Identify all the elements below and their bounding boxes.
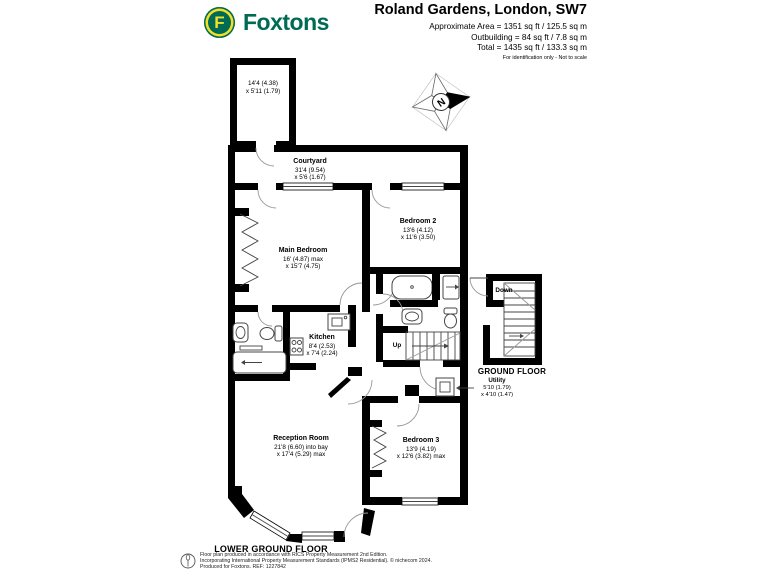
reception-room-dim2: x 17'4 (5.29) max [276, 451, 326, 459]
reception-room-dim1: 21'8 (6.60) into bay [274, 443, 328, 451]
lower-ground-floor-caption: LOWER GROUND FLOOR [214, 544, 328, 554]
window-bedroom-3 [401, 497, 439, 506]
room-label-utility: Utility 5'10 (1.79) x 4'10 (1.47) [481, 377, 513, 399]
logo-letter: F [214, 13, 225, 32]
bedroom-2-dim1: 13'6 (4.12) [403, 226, 433, 234]
main-bedroom-name: Main Bedroom [278, 247, 328, 254]
footer-line-1: Floor plan produced in accordance with R… [200, 552, 388, 558]
page-title: Roland Gardens, London, SW7 [374, 2, 587, 18]
main-bedroom-dim2: x 15'7 (4.75) [285, 263, 321, 271]
bedroom-2-name: Bedroom 2 [399, 218, 437, 225]
hob-icon [289, 337, 304, 356]
footer-disclaimer: Floor plan produced in accordance with R… [200, 552, 432, 571]
courtyard-dim2: x 5'6 (1.67) [294, 174, 326, 182]
door-arcs [255, 147, 444, 538]
utility-dim1: 5'10 (1.79) [483, 384, 511, 391]
ensuite-sink-icon [232, 322, 249, 343]
bedroom-3-name: Bedroom 3 [402, 437, 440, 444]
windows [249, 182, 445, 541]
utility-pointer-arrow [456, 385, 474, 391]
bathtub-icon [391, 275, 433, 300]
stairs-up-icon [405, 331, 461, 361]
sink-icon [401, 308, 423, 325]
utility-dim2: x 4'10 (1.47) [480, 391, 514, 398]
utility-name: Utility [488, 377, 506, 384]
ensuite-toilet-icon [259, 325, 283, 342]
bath-divider-wall [432, 274, 440, 300]
room-label-kitchen: Kitchen 8'4 (2.53) x 7'4 (2.24) [306, 334, 337, 358]
shelf-icon [239, 345, 263, 351]
foxtons-logo-icon: F [204, 7, 235, 38]
bedroom-3-dim2: x 12'6 (3.82) max [396, 453, 446, 461]
main-bedroom-dim1: 16' (4.87) max [282, 255, 324, 263]
shower-icon [442, 275, 460, 300]
stairs-down-label: Down [495, 287, 513, 294]
room-label-bedroom-3: Bedroom 3 13'9 (4.19) x 12'6 (3.82) max [397, 437, 445, 461]
wardrobe-zigzag-bedroom-3 [370, 420, 387, 477]
outbuilding-dim2: x 5'11 (1.79) [245, 87, 281, 95]
identification-note: For identification only - Not to scale [502, 55, 587, 61]
footer-line-2: Incorporating International Property Mea… [200, 558, 432, 565]
compass-north-icon: N [411, 72, 471, 132]
ground-floor-caption: GROUND FLOOR [477, 367, 547, 376]
room-label-courtyard: Courtyard 31'4 (9.54) x 5'6 (1.67) [293, 158, 326, 182]
brand-wordmark: Foxtons [243, 9, 329, 35]
foxtons-logo: F Foxtons [204, 7, 329, 38]
outbuilding-dim1: 14'4 (4.38) [248, 80, 278, 87]
room-label-main-bedroom: Main Bedroom 16' (4.87) max x 15'7 (4.75… [279, 247, 328, 271]
rics-compass-icon [180, 553, 196, 569]
room-label-outbuilding: 14'4 (4.38) x 5'11 (1.79) [246, 80, 280, 95]
kitchen-sink-icon [327, 313, 351, 331]
toilet-icon [443, 307, 458, 329]
courtyard-name: Courtyard [293, 158, 327, 165]
outbuilding-area: Outbuilding = 84 sq ft / 7.8 sq m [471, 32, 587, 42]
area-summary: Approximate Area = 1351 sq ft / 125.5 sq… [429, 22, 587, 54]
ensuite-shower-icon [232, 351, 287, 374]
room-label-bedroom-2: Bedroom 2 13'6 (4.12) x 11'6 (3.50) [400, 218, 437, 242]
stairs-up-label: Up [392, 342, 402, 349]
washing-machine-icon [435, 377, 455, 397]
total-area: Total = 1435 sq ft / 133.3 sq m [477, 43, 587, 52]
kitchen-dim1: 8'4 (2.53) [308, 342, 336, 350]
footer-line-3: Produced for Foxtons. REF: 1227842 [200, 564, 286, 571]
bedroom-2-dim2: x 11'6 (3.50) [400, 234, 436, 242]
kitchen-dim2: x 7'4 (2.24) [306, 350, 338, 358]
room-label-reception-room: Reception Room 21'8 (6.60) into bay x 17… [273, 435, 329, 459]
kitchen-name: Kitchen [309, 334, 335, 341]
ground-floor-inset-walls [469, 274, 542, 365]
wardrobe-zigzag-main-bedroom [235, 208, 259, 292]
bay-window-angled [249, 510, 291, 541]
bay-window-front [301, 531, 335, 541]
approximate-area: Approximate Area = 1351 sq ft / 125.5 sq… [429, 22, 587, 31]
stairs-down-icon [503, 282, 536, 357]
bedroom-3-dim1: 13'9 (4.19) [406, 445, 436, 453]
reception-room-name: Reception Room [273, 435, 329, 442]
outbuilding-walls [230, 58, 296, 148]
courtyard-dim1: 31'4 (9.54) [295, 166, 325, 174]
window-bedroom-2 [401, 182, 445, 191]
lower-ground-walls [228, 145, 468, 543]
window-main-bedroom [282, 182, 334, 191]
